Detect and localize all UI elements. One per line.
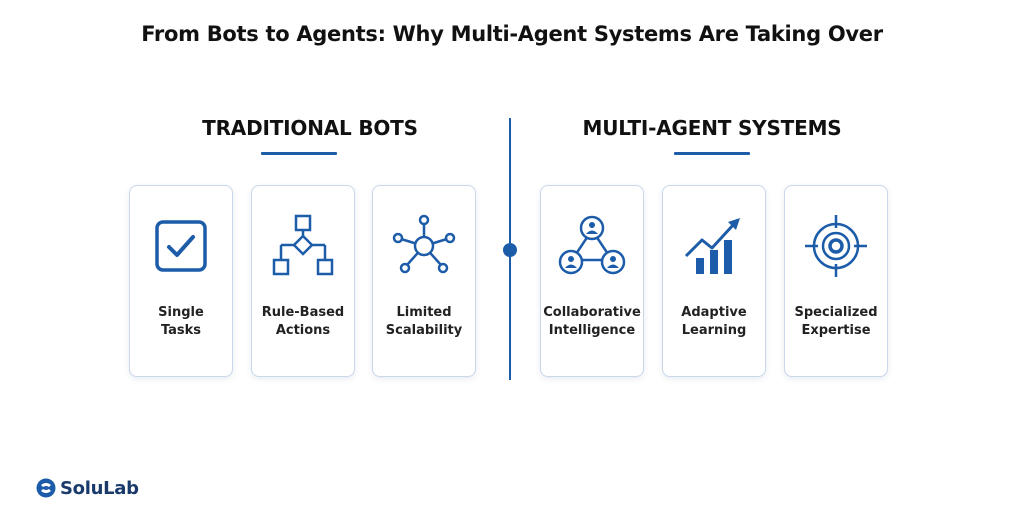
card-collaborative-intelligence: Collaborative Intelligence bbox=[540, 185, 644, 377]
card-rule-based-actions: Rule-Based Actions bbox=[251, 185, 355, 377]
card-label: Adaptive Learning bbox=[681, 305, 747, 338]
logo-text: SoluLab bbox=[60, 477, 139, 499]
flowchart-icon bbox=[252, 214, 354, 278]
traditional-bots-underline bbox=[261, 152, 337, 155]
card-adaptive-learning: Adaptive Learning bbox=[662, 185, 766, 377]
card-label: Limited Scalability bbox=[385, 305, 463, 338]
checkbox-icon bbox=[130, 214, 232, 278]
card-single-tasks: Single Tasks bbox=[129, 185, 233, 377]
card-label: Collaborative Intelligence bbox=[543, 305, 641, 338]
page-title: From Bots to Agents: Why Multi-Agent Sys… bbox=[141, 22, 883, 46]
multi-agent-underline bbox=[674, 152, 750, 155]
card-limited-scalability: Limited Scalability bbox=[372, 185, 476, 377]
solulab-logo-icon bbox=[36, 478, 56, 498]
card-label: Rule-Based Actions bbox=[261, 305, 345, 338]
card-specialized-expertise: Specialized Expertise bbox=[784, 185, 888, 377]
multi-agent-heading: MULTI-AGENT SYSTEMS bbox=[582, 116, 842, 140]
card-label: Single Tasks bbox=[158, 305, 204, 338]
hub-network-icon bbox=[373, 214, 475, 278]
card-label: Specialized Expertise bbox=[794, 305, 878, 338]
traditional-bots-heading: TRADITIONAL BOTS bbox=[202, 116, 418, 140]
center-divider-dot bbox=[503, 243, 517, 257]
target-icon bbox=[785, 214, 887, 278]
growth-chart-icon bbox=[663, 214, 765, 278]
collaboration-network-icon bbox=[541, 214, 643, 278]
solulab-logo: SoluLab bbox=[36, 477, 139, 499]
